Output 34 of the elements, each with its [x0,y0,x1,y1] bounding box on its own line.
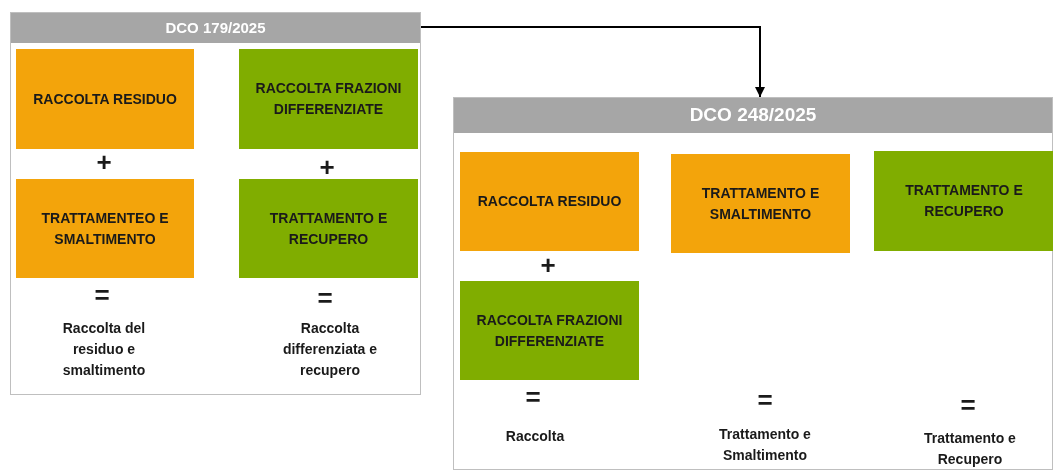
arrow [420,26,765,98]
result-text: Raccolta del residuo e smaltimento [61,319,147,380]
box-label: TRATTAMENTO E RECUPERO [904,181,1024,221]
box-label: TRATTAMENTEO E SMALTIMENTO [40,208,170,249]
process-box [239,179,418,278]
process-box [671,154,850,253]
operator-symbol: = [756,385,774,415]
box-label: TRATTAMENTO E SMALTIMENTO [700,183,821,224]
operator-symbol: = [959,390,977,420]
operator-symbol: + [539,250,557,280]
panel-title: DCO 248/2025 [689,103,817,128]
process-box [460,152,639,251]
process-box [16,49,194,149]
process-box [16,179,194,278]
operator-symbol: = [316,283,334,313]
box-label: TRATTAMENTO E RECUPERO [268,208,389,249]
result-text: Trattamento e Smaltimento [718,425,812,465]
panel-title: DCO 179/2025 [165,17,266,38]
operator-symbol: + [318,152,336,182]
result-text: Raccolta differenziata e recupero [281,319,379,380]
box-label: RACCOLTA FRAZIONI DIFFERENZIATE [254,79,403,119]
operator-symbol: = [93,280,111,310]
operator-symbol: + [95,147,113,177]
process-box [460,281,639,380]
panel [453,97,1053,470]
box-label: RACCOLTA RESIDUO [477,192,622,211]
result-text: Trattamento e Recupero [923,429,1017,469]
process-box [239,49,418,149]
process-box [874,151,1053,251]
panel [10,12,421,395]
result-text: Raccolta [504,427,566,446]
box-label: RACCOLTA RESIDUO [33,89,177,109]
operator-symbol: = [524,382,542,412]
box-label: RACCOLTA FRAZIONI DIFFERENZIATE [475,310,624,351]
